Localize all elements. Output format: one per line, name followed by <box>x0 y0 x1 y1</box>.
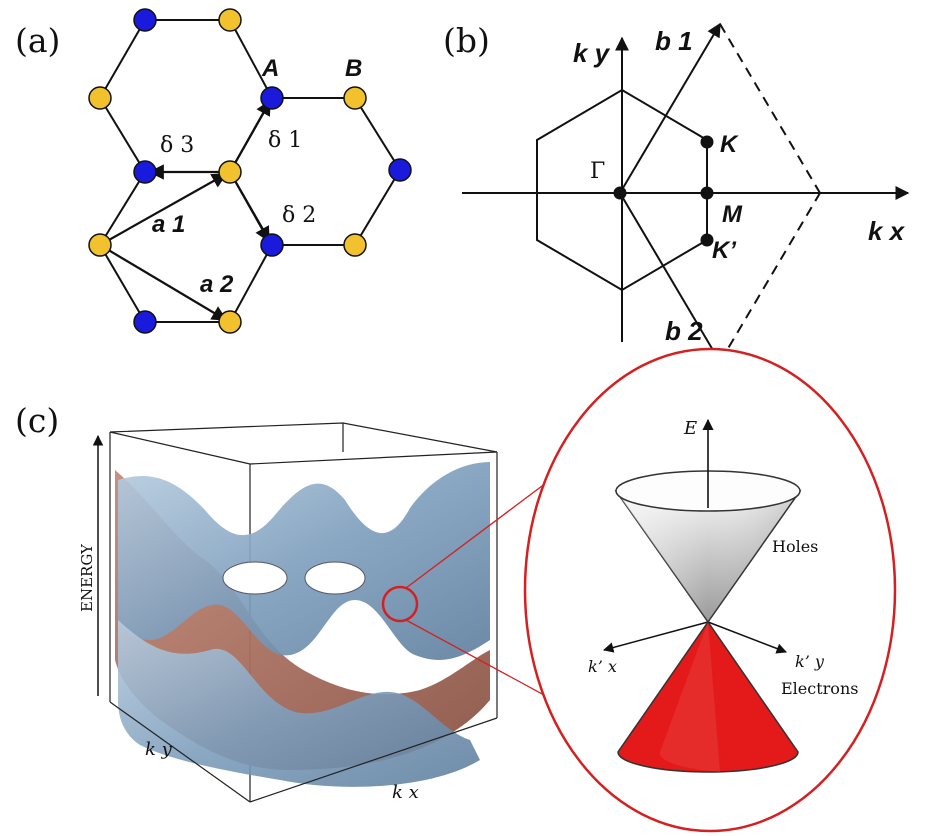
M-point <box>700 186 714 200</box>
electron-cone <box>617 620 799 773</box>
Kprime-point <box>700 233 714 247</box>
label-energy: ENERGY <box>78 543 96 612</box>
atom-sublattice-b <box>218 8 242 32</box>
atom-sublattice-a <box>260 86 284 110</box>
atom-sublattice-a <box>133 160 157 184</box>
delta2-arrow <box>229 171 270 243</box>
dirac-gap-left <box>222 561 288 595</box>
label-M: M <box>722 201 743 228</box>
panel-a: (a) A B δ 1 δ 3 δ 2 a 1 a 2 <box>15 8 412 334</box>
b2-arrow <box>619 192 721 364</box>
atom-sublattice-b <box>88 86 112 110</box>
band-box-front <box>109 701 498 803</box>
hole-cone-shade <box>616 491 800 622</box>
cell-edge-upper <box>719 23 821 194</box>
high-symmetry-points <box>613 135 714 247</box>
atom-sublattice-b <box>343 233 367 257</box>
b1-arrow <box>619 22 721 194</box>
atom-sublattice-a <box>260 233 284 257</box>
label-kx-c: k x <box>392 782 419 803</box>
label-delta2: δ 2 <box>282 203 316 228</box>
atom-sublattice-b <box>343 86 367 110</box>
label-ky: k y <box>573 38 611 68</box>
label-b2: b 2 <box>665 316 703 346</box>
panel-a-tag: (a) <box>15 21 60 60</box>
ky-prime-axis <box>707 621 787 654</box>
atom-sublattice-a <box>133 8 157 32</box>
atom-sublattice-b <box>88 233 112 257</box>
label-kx: k x <box>868 216 906 246</box>
lattice-atoms <box>88 8 412 334</box>
panel-c-tag: (c) <box>15 401 59 440</box>
panel-b: (b) k y b 1 Γ K M K’ k x b 2 <box>443 21 910 364</box>
dirac-gap-right <box>304 561 366 595</box>
dirac-point-marker <box>381 585 419 623</box>
K-point <box>700 135 714 149</box>
panel-b-tag: (b) <box>443 21 490 60</box>
lattice-vectors <box>99 99 271 321</box>
label-a2: a 2 <box>200 271 234 298</box>
label-ky-c: k y <box>145 739 173 760</box>
label-holes: Holes <box>772 537 818 556</box>
label-E: E <box>683 418 697 439</box>
reciprocal-cell <box>619 22 821 364</box>
kx-prime-axis <box>602 621 709 653</box>
label-a1: a 1 <box>152 211 185 238</box>
conduction-band <box>118 462 490 660</box>
label-B: B <box>345 55 362 82</box>
label-kx-prime: k’ x <box>588 657 617 676</box>
label-b1: b 1 <box>655 26 693 56</box>
a1-arrow <box>99 173 228 246</box>
label-delta3: δ 3 <box>160 133 194 158</box>
atom-sublattice-b <box>218 160 242 184</box>
label-delta1: δ 1 <box>268 128 302 153</box>
delta1-arrow <box>229 99 271 173</box>
atom-sublattice-a <box>133 310 157 334</box>
gamma-point <box>613 186 627 200</box>
label-Kprime: K’ <box>712 237 736 264</box>
panel-c: (c) ENERGY k y <box>15 347 897 833</box>
band-holes <box>222 561 366 595</box>
atom-sublattice-a <box>388 158 412 182</box>
a2-arrow <box>99 244 228 321</box>
label-A: A <box>261 55 279 82</box>
dirac-cone-inset: E Holes k’ x k’ y Electrons <box>588 418 858 773</box>
lower-band-fold <box>118 620 480 787</box>
label-ky-prime: k’ y <box>795 652 825 671</box>
label-gamma: Γ <box>590 159 605 184</box>
atom-sublattice-b <box>218 310 242 334</box>
electron-cone-highlight <box>659 622 720 772</box>
label-K: K <box>720 131 739 158</box>
band-surfaces <box>115 462 490 787</box>
label-electrons: Electrons <box>781 679 858 698</box>
